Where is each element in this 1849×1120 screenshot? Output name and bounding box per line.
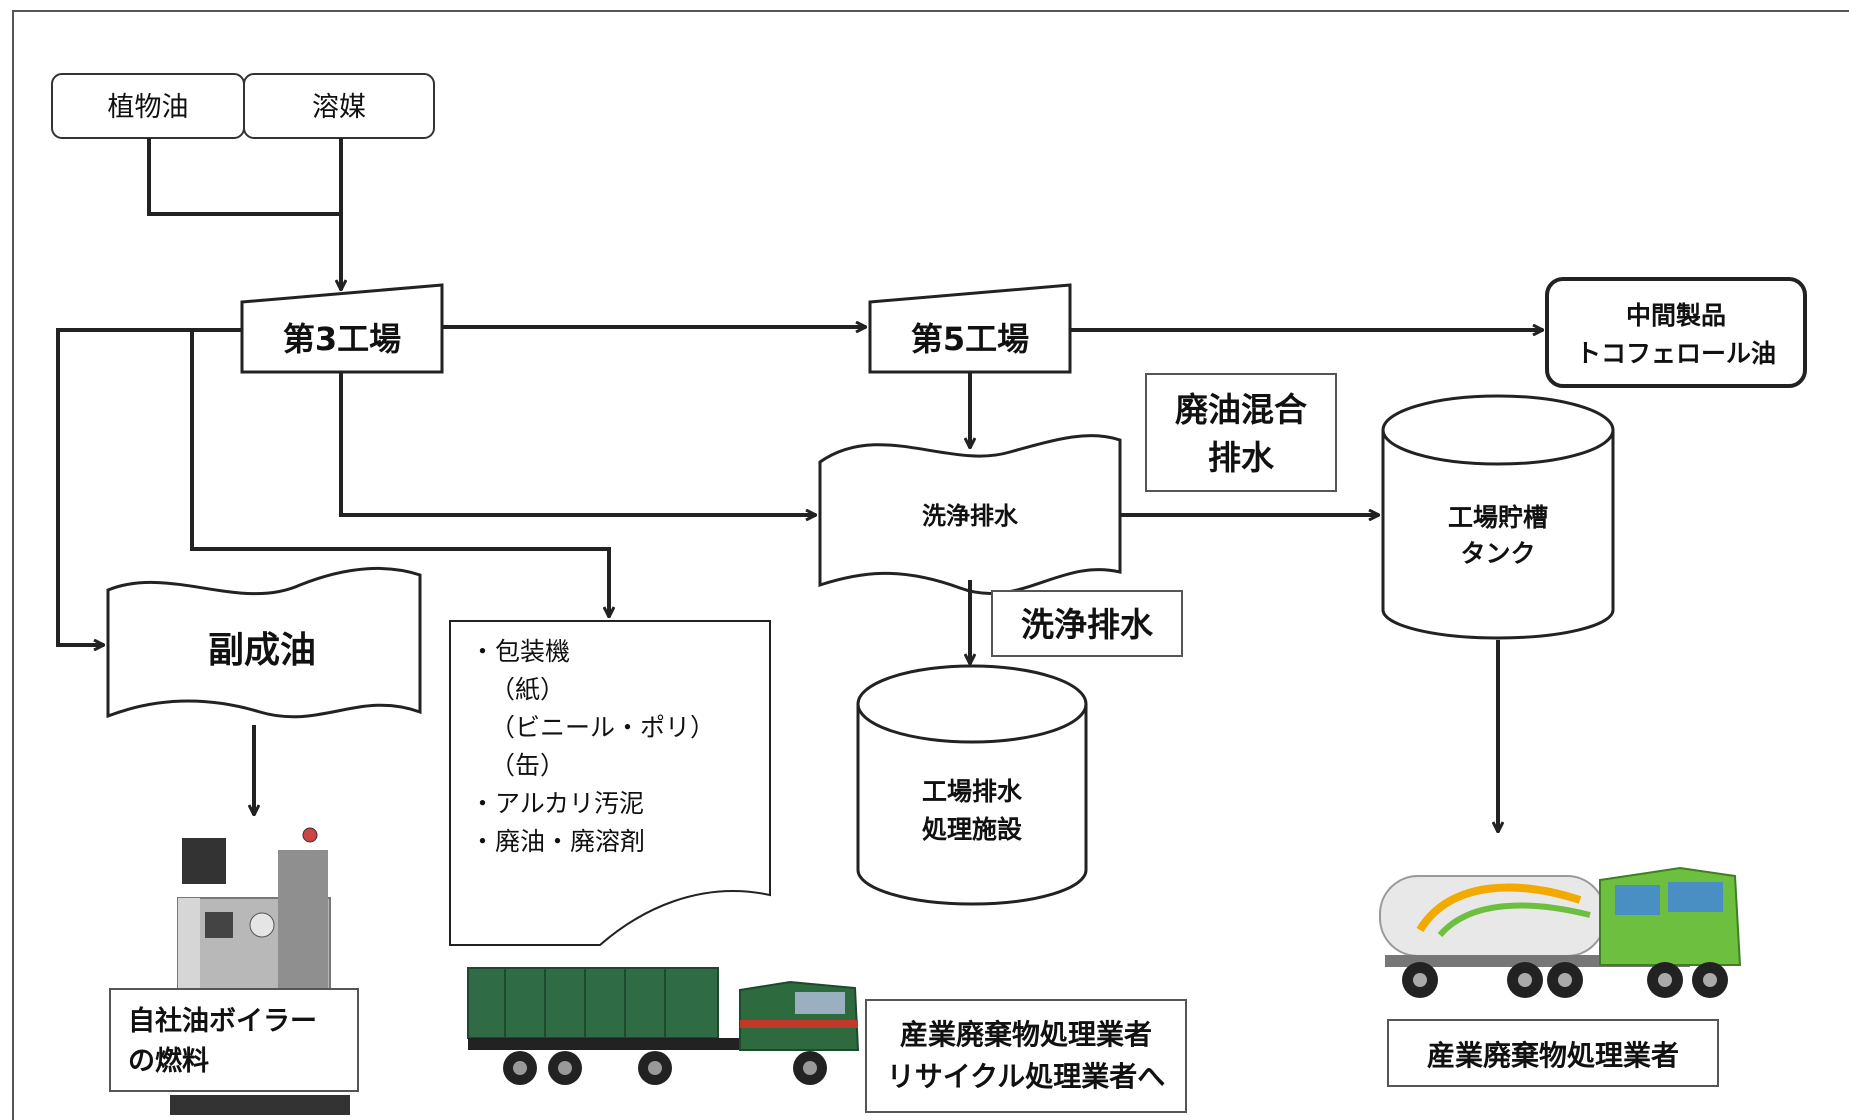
intermediate-product-node: 中間製品 トコフェロール油 (1545, 277, 1807, 388)
boiler-caption: 自社油ボイラー の燃料 (109, 988, 359, 1092)
solvent-label: 溶媒 (312, 92, 366, 123)
source-solvent: 溶媒 (243, 73, 435, 139)
wastewater-facility-line1: 工場排水 (922, 777, 1023, 806)
source-plant-oil: 植物油 (51, 73, 245, 139)
dump-truck-image (467, 967, 860, 1085)
byproduct-oil-label: 副成油 (208, 630, 316, 671)
boiler-caption-line1: 自社油ボイラー (128, 1005, 317, 1037)
waste-item-1: ・包装機 (470, 637, 570, 666)
factory3-label: 第3工場 (283, 320, 401, 358)
factory5-node: 第5工場 (868, 283, 1072, 374)
intermediate-line2: トコフェロール油 (1576, 339, 1776, 368)
factory5-label: 第5工場 (911, 320, 1029, 358)
waste-item-5: ・アルカリ汚泥 (470, 789, 644, 818)
recycle-caption: 産業廃棄物処理業者 リサイクル処理業者へ (865, 999, 1187, 1113)
factory3-node: 第3工場 (240, 283, 444, 374)
boiler-caption-line2: の燃料 (128, 1046, 209, 1077)
recycle-caption-line1: 産業廃棄物処理業者 (900, 1018, 1152, 1051)
byproduct-oil-document: 副成油 (106, 566, 422, 719)
waste-oil-mixed-line1: 廃油混合 (1175, 390, 1307, 429)
connector-plant-oil (147, 138, 341, 216)
wastewater-facility-line2: 処理施設 (922, 815, 1023, 844)
wastewater-facility-node: 工場排水 処理施設 (856, 664, 1088, 906)
connector-factory3-to-byproduct (56, 328, 242, 645)
waste-list-document: ・包装機 （紙） （ビニール・ポリ） （缶） ・アルカリ汚泥 ・廃油・廃溶剤 (449, 620, 771, 946)
wash-drain-label: 洗浄排水 (991, 590, 1183, 657)
storage-tank-line2: タンク (1460, 539, 1535, 568)
storage-tank-node: 工場貯槽 タンク (1381, 394, 1615, 640)
wash-drain-doc-label: 洗浄排水 (922, 502, 1019, 530)
wash-drain-document: 洗浄排水 (818, 434, 1122, 595)
storage-tank-line1: 工場貯槽 (1448, 503, 1548, 532)
recycle-caption-line2: リサイクル処理業者へ (887, 1060, 1166, 1093)
waste-oil-mixed-label: 廃油混合 排水 (1145, 373, 1337, 492)
contractor-caption: 産業廃棄物処理業者 (1387, 1019, 1719, 1087)
connector-factory3-to-waste (190, 330, 609, 617)
waste-item-2: （紙） (490, 675, 565, 704)
connector-factory3-to-washdrain (339, 372, 816, 515)
waste-item-3: （ビニール・ポリ） (490, 713, 715, 742)
waste-item-4: （缶） (490, 751, 565, 780)
intermediate-line1: 中間製品 (1626, 301, 1726, 330)
tanker-truck-image (1379, 866, 1742, 998)
connectors (56, 138, 1543, 832)
waste-oil-mixed-line2: 排水 (1208, 438, 1275, 477)
wash-drain-label-text: 洗浄排水 (1021, 605, 1154, 644)
diagram-frame (12, 10, 1849, 1120)
plant-oil-label: 植物油 (108, 92, 189, 123)
contractor-caption-text: 産業廃棄物処理業者 (1427, 1039, 1679, 1072)
waste-item-6: ・廃油・廃溶剤 (470, 827, 645, 856)
